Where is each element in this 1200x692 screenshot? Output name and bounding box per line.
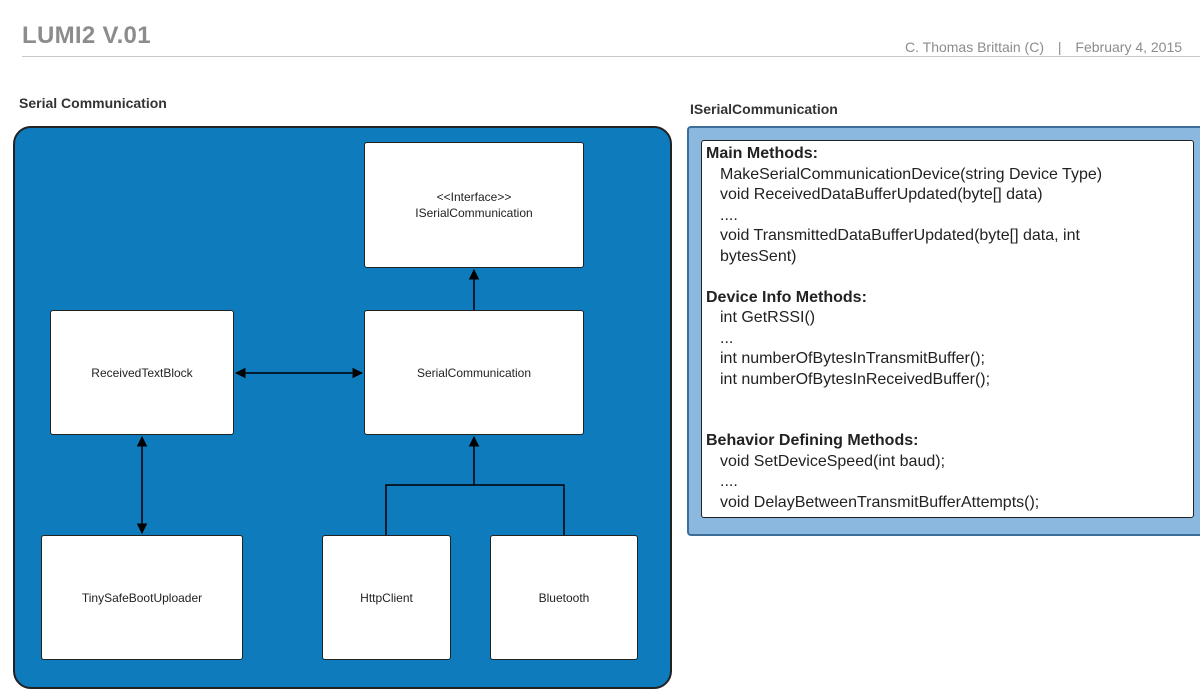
node-tiny-safe-boot-uploader[interactable]: TinySafeBootUploader <box>41 535 243 660</box>
spacer <box>706 411 1193 432</box>
node-iserialcommunication-interface[interactable]: <<Interface>> ISerialCommunication <box>364 142 584 268</box>
bluetooth-label: Bluetooth <box>538 590 590 605</box>
tiny-safe-boot-uploader-label: TinySafeBootUploader <box>81 590 203 605</box>
method-line: bytesSent) <box>720 247 797 265</box>
spacer <box>706 267 1193 288</box>
header-divider <box>22 56 1200 57</box>
header-separator: | <box>1057 39 1062 55</box>
group-main-methods: Main Methods: MakeSerialCommunicationDev… <box>706 144 1193 267</box>
diagram-title: Serial Communication <box>19 95 167 111</box>
group-title: Behavior Defining Methods: <box>706 432 919 449</box>
interface-stereotype-label: <<Interface>> <box>436 190 512 204</box>
received-text-block-label: ReceivedTextBlock <box>91 365 193 380</box>
method-line: ... <box>720 329 734 347</box>
method-line: void DelayBetweenTransmitBufferAttempts(… <box>720 493 1040 511</box>
node-received-text-block[interactable]: ReceivedTextBlock <box>50 310 234 435</box>
group-title: Device Info Methods: <box>706 288 867 306</box>
method-line: void SetDeviceSpeed(int baud); <box>720 452 946 470</box>
method-line: void TransmittedDataBufferUpdated(byte[]… <box>720 227 1080 244</box>
group-behavior-defining-methods: Behavior Defining Methods: void SetDevic… <box>706 431 1193 513</box>
node-bluetooth[interactable]: Bluetooth <box>490 535 638 660</box>
date-text: February 4, 2015 <box>1075 39 1183 55</box>
group-title: Main Methods: <box>706 145 818 162</box>
node-serial-communication[interactable]: SerialCommunication <box>364 310 584 435</box>
method-line: MakeSerialCommunicationDevice(string Dev… <box>720 165 1103 183</box>
method-line: int numberOfBytesInReceivedBuffer(); <box>720 370 991 388</box>
interface-panel-title: ISerialCommunication <box>690 101 838 117</box>
interface-name-label: ISerialCommunication <box>415 206 533 220</box>
spacer <box>706 390 1193 411</box>
method-line: int GetRSSI() <box>720 309 816 326</box>
method-line: .... <box>720 473 738 490</box>
method-line: void ReceivedDataBufferUpdated(byte[] da… <box>720 186 1043 203</box>
edge-httpclient-bluetooth-to-serial <box>385 484 565 535</box>
method-line: .... <box>720 206 738 224</box>
author-date-line: C. Thomas Brittain (C) | February 4, 201… <box>905 39 1200 55</box>
group-device-info-methods: Device Info Methods: int GetRSSI() ... i… <box>706 288 1193 391</box>
app-title: LUMI2 V.01 <box>22 22 151 49</box>
http-client-label: HttpClient <box>360 590 413 605</box>
author-text: C. Thomas Brittain (C) <box>905 39 1044 55</box>
node-http-client[interactable]: HttpClient <box>322 535 451 660</box>
method-line: int numberOfBytesInTransmitBuffer(); <box>720 350 985 367</box>
interface-methods-box: Main Methods: MakeSerialCommunicationDev… <box>701 140 1194 518</box>
serial-communication-label: SerialCommunication <box>416 365 532 380</box>
